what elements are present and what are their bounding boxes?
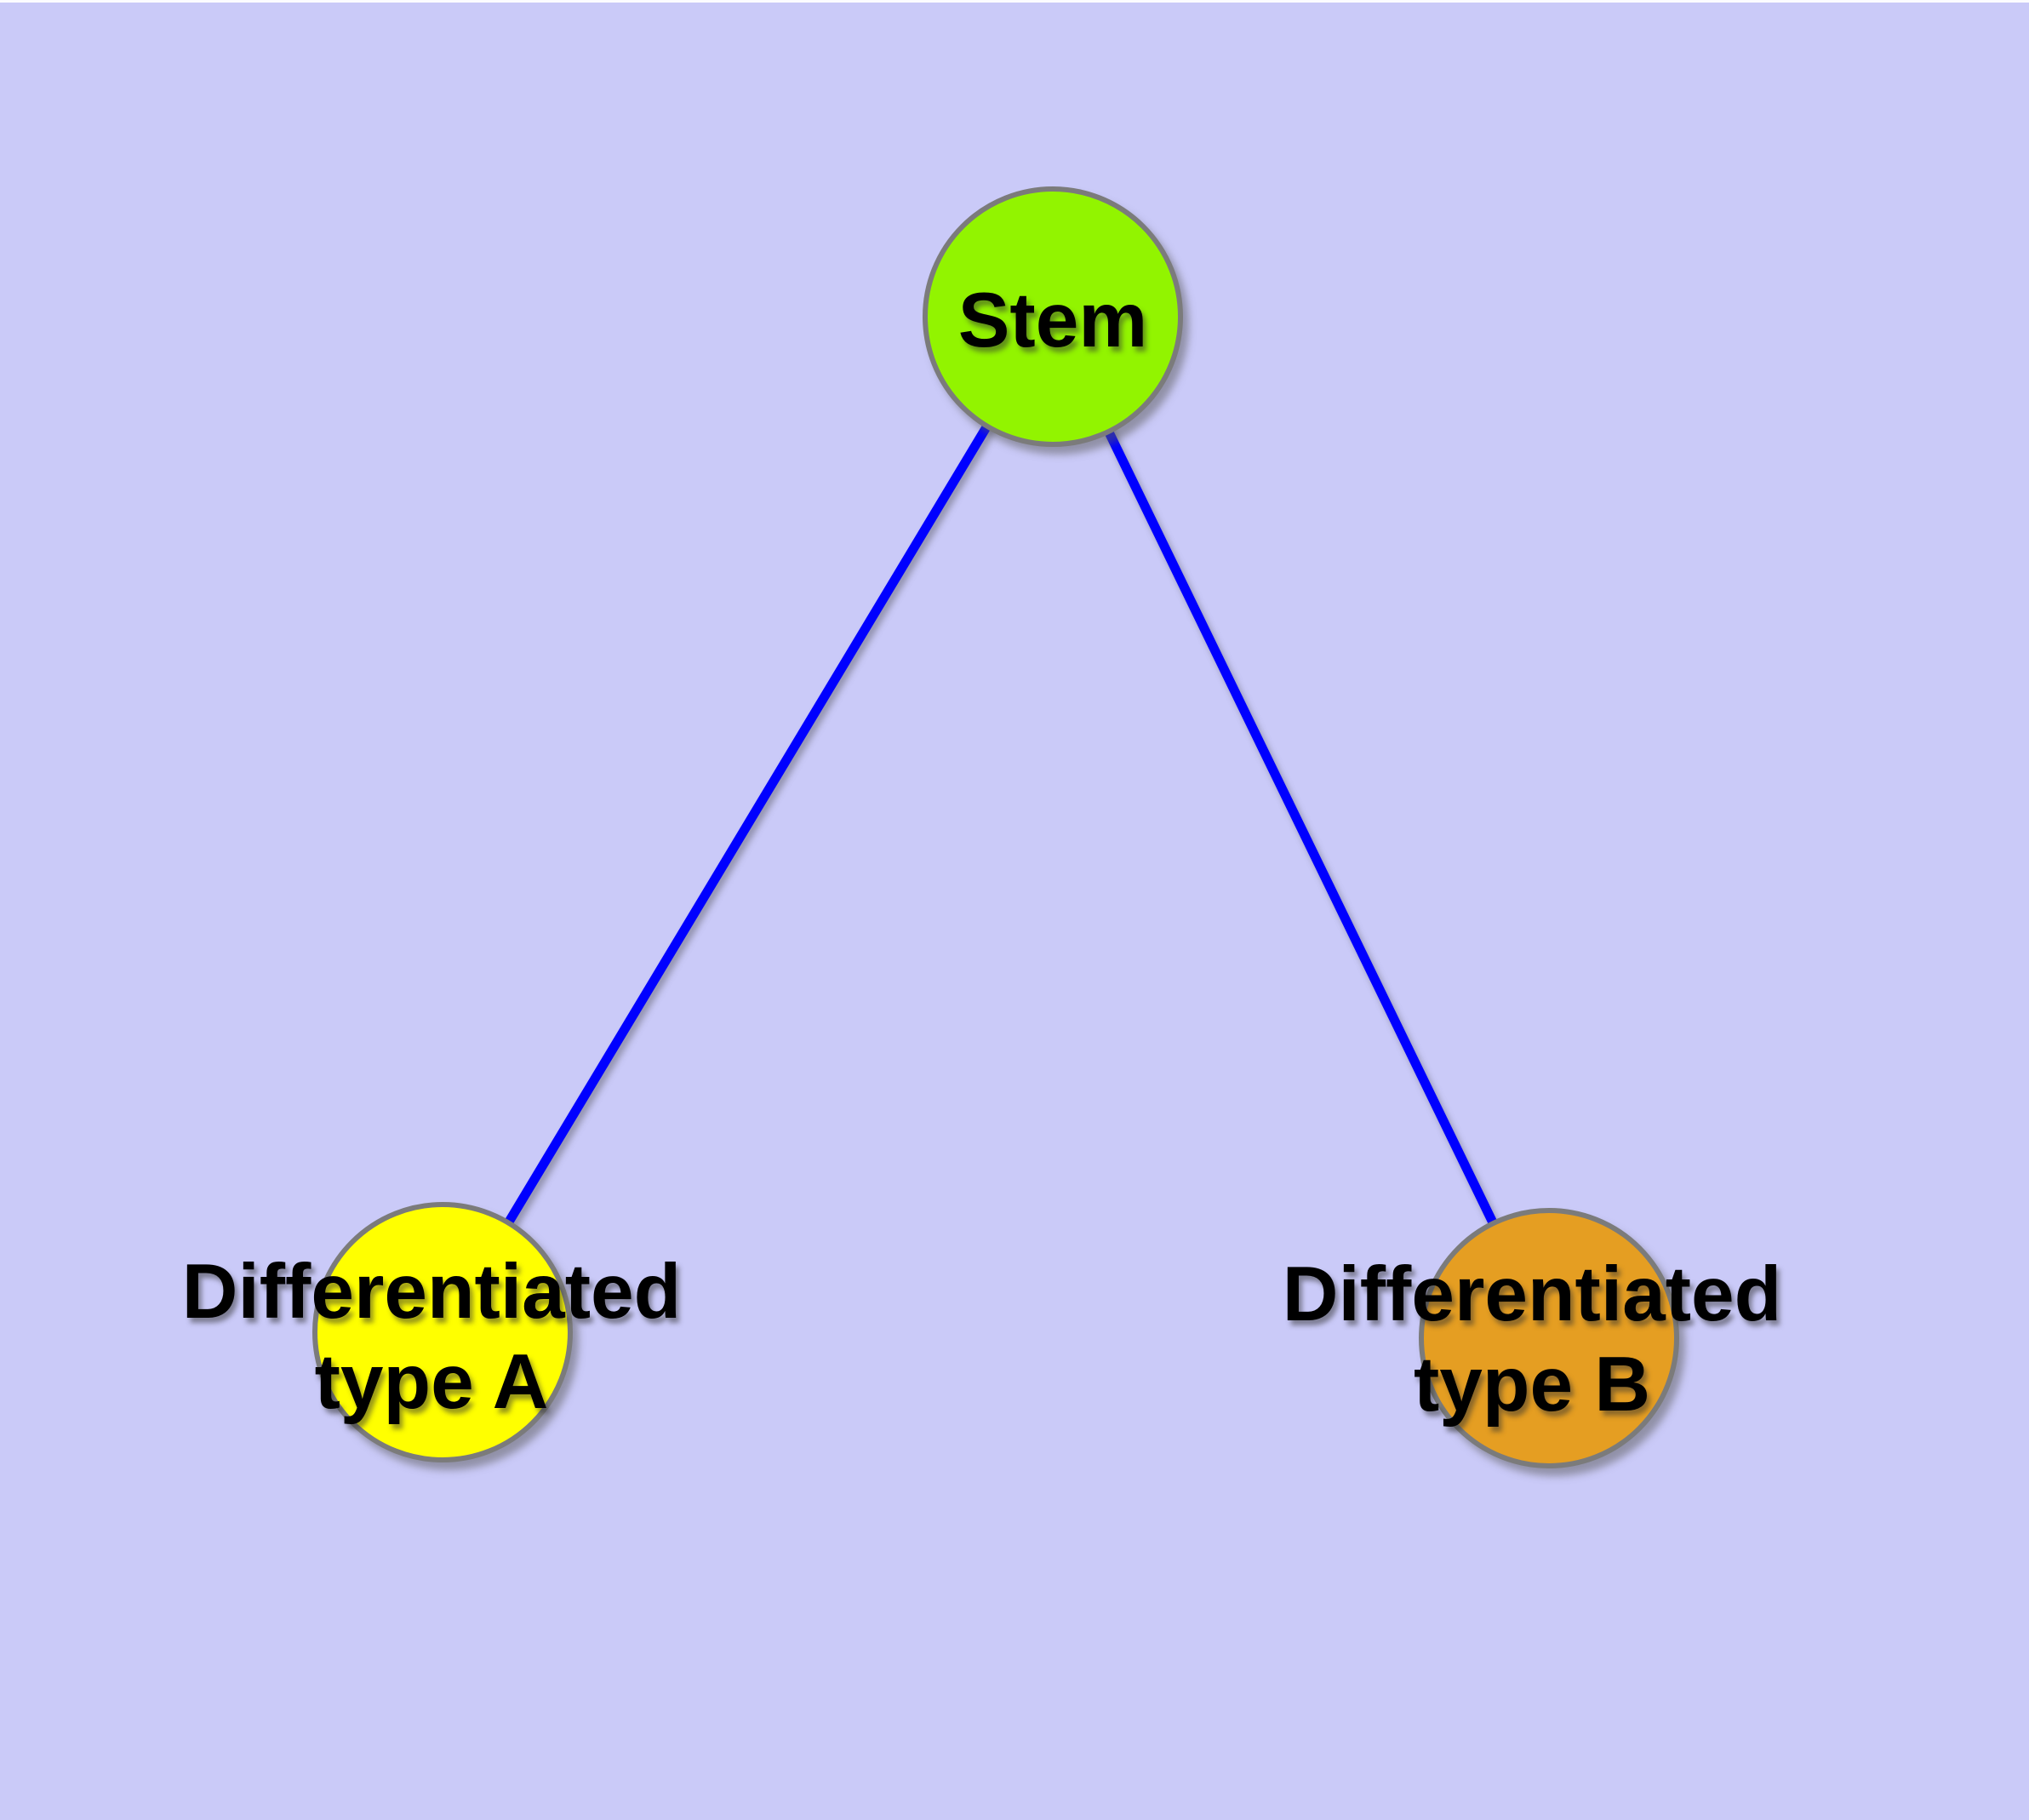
label-line: Differentiated: [1282, 1251, 1782, 1337]
edge-stem-to-type-a: [438, 314, 1057, 1335]
node-differentiated-type-b-label: Differentiated type B: [1283, 1250, 1782, 1431]
label-line: type B: [1413, 1342, 1651, 1428]
edge-stem-to-type-b: [1049, 314, 1553, 1341]
node-differentiated-type-b: [1419, 1208, 1679, 1468]
node-differentiated-type-a: [312, 1202, 573, 1462]
label-line: type A: [314, 1339, 549, 1426]
label-line: Differentiated: [181, 1249, 682, 1335]
node-stem-label: Stem: [957, 277, 1148, 363]
node-differentiated-type-a-label: Differentiated type A: [182, 1247, 682, 1428]
top-edge-highlight: [0, 0, 2029, 3]
node-stem: Stem: [923, 186, 1183, 447]
